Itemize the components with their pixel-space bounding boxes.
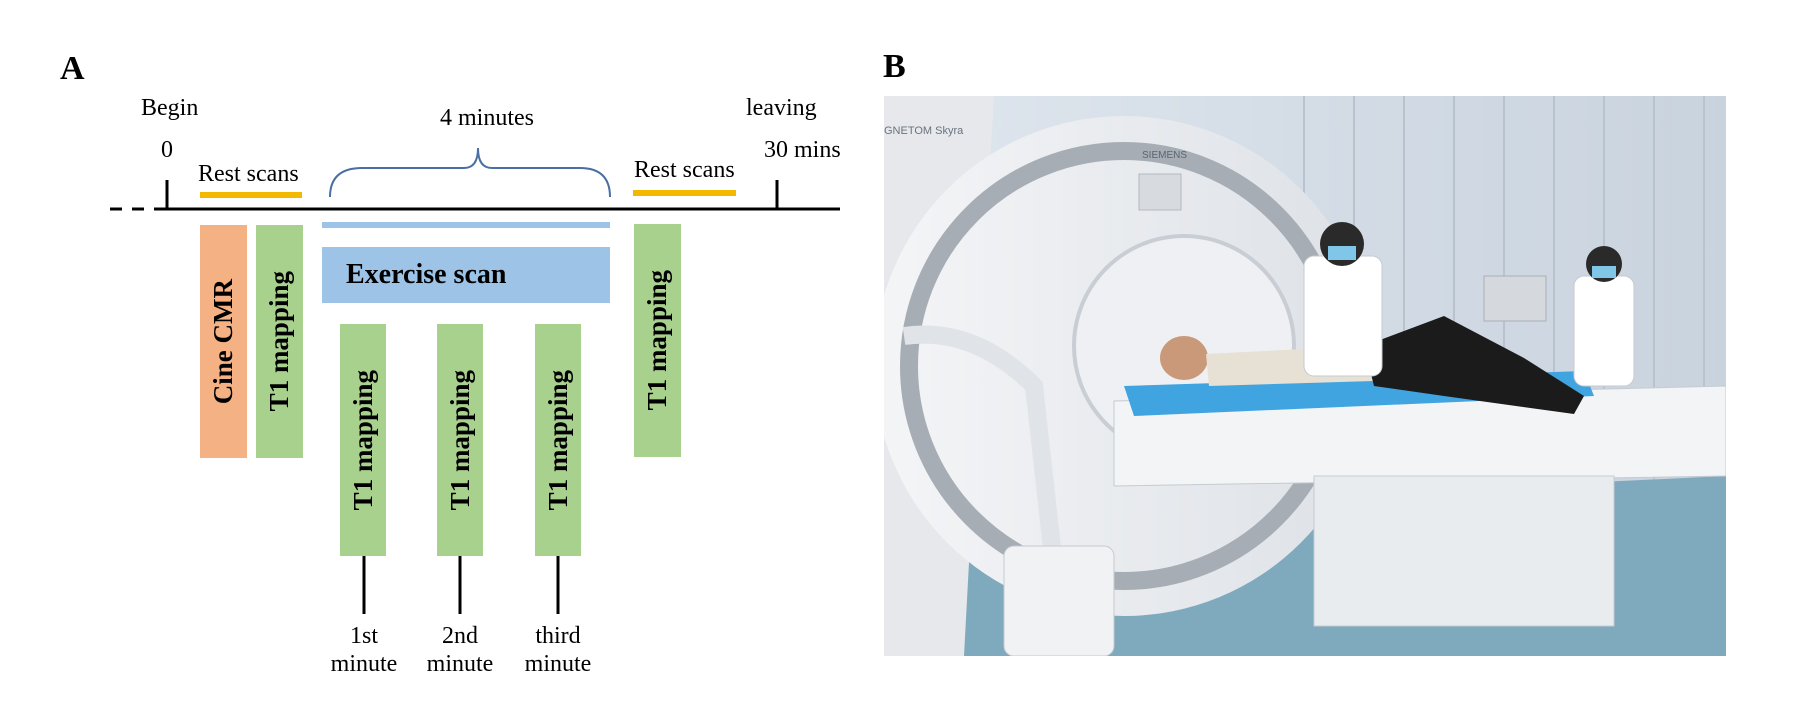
table-base: [1313, 475, 1615, 627]
coil-arm: [902, 325, 1063, 567]
rest-scans-left-bar: [200, 192, 302, 198]
panel-b-label: B: [883, 48, 906, 85]
t1-mapping-rest-pre-box: T1 mapping: [256, 225, 303, 458]
end-time-label: 30 mins: [764, 137, 841, 163]
minute-label-1-line1: 1st: [349, 623, 378, 649]
t1-mapping-minute-2-label: T1 mapping: [444, 369, 475, 511]
t1-mapping-rest-pre-label: T1 mapping: [264, 271, 294, 412]
minute-label-2-line1: 2nd: [442, 623, 478, 649]
start-time-label: 0: [161, 137, 173, 163]
exercise-scan-label: Exercise scan: [346, 259, 507, 290]
timeline-diagram: [110, 147, 840, 614]
panel-a-label: A: [60, 50, 85, 87]
monitor-equipment: [1483, 275, 1547, 322]
leaving-label: leaving: [746, 95, 817, 121]
exercise-period-bar: [322, 222, 610, 228]
t1-mapping-minute-3-label: T1 mapping: [542, 369, 573, 511]
mri-scene-illustration: SIEMENS GNETOM Skyra: [884, 96, 1726, 656]
begin-label: Begin: [141, 95, 199, 121]
minute-label-3: third minute: [508, 622, 608, 678]
t1-mapping-rest-post-box: T1 mapping: [634, 224, 681, 457]
scanner-model-text: GNETOM Skyra: [884, 125, 964, 137]
staff-1-mask: [1328, 246, 1356, 260]
patient-trousers: [1364, 316, 1584, 414]
cine-cmr-box: Cine CMR: [200, 225, 247, 458]
rest-scans-right-label: Rest scans: [634, 157, 735, 183]
minute-label-3-line1: third: [535, 623, 581, 649]
staff-1-coat: [1303, 255, 1383, 377]
four-minutes-brace: [329, 147, 611, 198]
rest-scans-left-label: Rest scans: [198, 161, 299, 187]
minute-label-2: 2nd minute: [410, 622, 510, 678]
patient-head: [1160, 336, 1208, 380]
minute-label-3-line2: minute: [524, 651, 592, 677]
minute-label-1-line2: minute: [330, 651, 398, 677]
t1-mapping-rest-post-label: T1 mapping: [642, 270, 672, 411]
four-minutes-label: 4 minutes: [440, 105, 534, 131]
t1-mapping-minute-3-box: T1 mapping: [535, 324, 581, 556]
staff-2-mask: [1592, 266, 1616, 278]
t1-mapping-minute-2-box: T1 mapping: [437, 324, 483, 556]
minute-label-1: 1st minute: [314, 622, 414, 678]
minute-label-2-line2: minute: [426, 651, 494, 677]
cine-cmr-label: Cine CMR: [208, 278, 238, 405]
coil-cart: [1003, 545, 1115, 656]
t1-mapping-minute-1-label: T1 mapping: [347, 369, 378, 511]
mri-scanner-photo: SIEMENS GNETOM Skyra: [884, 96, 1726, 656]
scanner-display: [1138, 173, 1182, 211]
scanner-brand-text: SIEMENS: [1142, 150, 1187, 161]
exercise-scan-box: Exercise scan: [322, 247, 610, 303]
rest-scans-right-bar: [633, 190, 736, 196]
staff-2-coat: [1573, 275, 1635, 387]
t1-mapping-minute-1-box: T1 mapping: [340, 324, 386, 556]
